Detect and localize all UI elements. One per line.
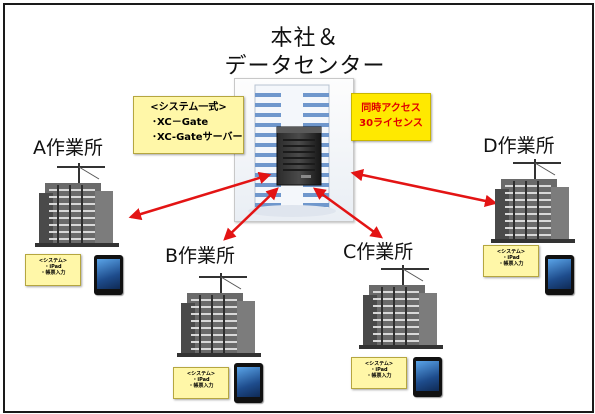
hq-system-box: <システム一式> ･XC－Gate ･XC-Gateサーバー	[133, 96, 244, 154]
site-c-note-heading: <システム>	[364, 361, 394, 367]
building-icon-b	[176, 272, 262, 358]
hq-title-line2: データセンター	[224, 54, 386, 79]
site-c-note-line1: ・iPad	[370, 367, 388, 373]
tablet-icon-a	[94, 255, 123, 295]
building-icon-a	[34, 162, 120, 248]
site-d-note-heading: <システム>	[496, 249, 526, 255]
site-b-note: <システム> ・iPad ・帳票入力	[173, 367, 229, 399]
hq-system-line1: ･XC－Gate	[152, 117, 209, 128]
arrow-hq-c	[312, 187, 384, 239]
site-d-label: D作業所	[483, 135, 555, 157]
site-c-note: <システム> ・iPad ・帳票入力	[351, 357, 407, 389]
site-b-label: B作業所	[165, 245, 236, 267]
arrow-hq-a	[128, 171, 272, 221]
site-c-note-line2: ・帳票入力	[366, 373, 392, 379]
hq-system-heading: <システム一式>	[150, 102, 227, 113]
site-a-note-line2: ・帳票入力	[40, 270, 66, 276]
building-icon-d	[490, 158, 576, 244]
site-b-note-line1: ・iPad	[192, 377, 210, 383]
tablet-icon-c	[413, 357, 442, 397]
site-d-note-line1: ・iPad	[502, 255, 520, 261]
site-a-note: <システム> ・iPad ・帳票入力	[25, 254, 81, 286]
connection-arrows	[128, 168, 498, 241]
building-icon-c	[358, 264, 444, 350]
hq-system-line2: ･XC-Gateサーバー	[152, 132, 243, 143]
site-d-note: <システム> ・iPad ・帳票入力	[483, 245, 539, 277]
site-c-label: C作業所	[343, 241, 414, 263]
site-a-note-heading: <システム>	[38, 258, 68, 264]
tablet-icon-d	[545, 255, 574, 295]
server-icon	[276, 126, 322, 186]
diagram-frame: 本社＆ データセンター	[3, 3, 594, 413]
site-d-note-line2: ・帳票入力	[498, 261, 524, 267]
license-box: 同時アクセス 30ライセンス	[351, 93, 431, 141]
tablet-icon-b	[234, 363, 263, 403]
license-line2: 30ライセンス	[359, 118, 423, 129]
arrow-hq-d	[350, 168, 498, 208]
arrow-hq-b	[223, 187, 279, 241]
site-b-note-line2: ・帳票入力	[188, 383, 214, 389]
site-a-note-line1: ・iPad	[44, 264, 62, 270]
site-b-note-heading: <システム>	[186, 371, 216, 377]
site-a-label: A作業所	[33, 137, 103, 159]
license-line1: 同時アクセス	[361, 103, 421, 114]
hq-title-line1: 本社＆	[270, 26, 340, 51]
hq-title: 本社＆ データセンター	[215, 25, 395, 81]
diagram-graphics	[34, 84, 576, 358]
